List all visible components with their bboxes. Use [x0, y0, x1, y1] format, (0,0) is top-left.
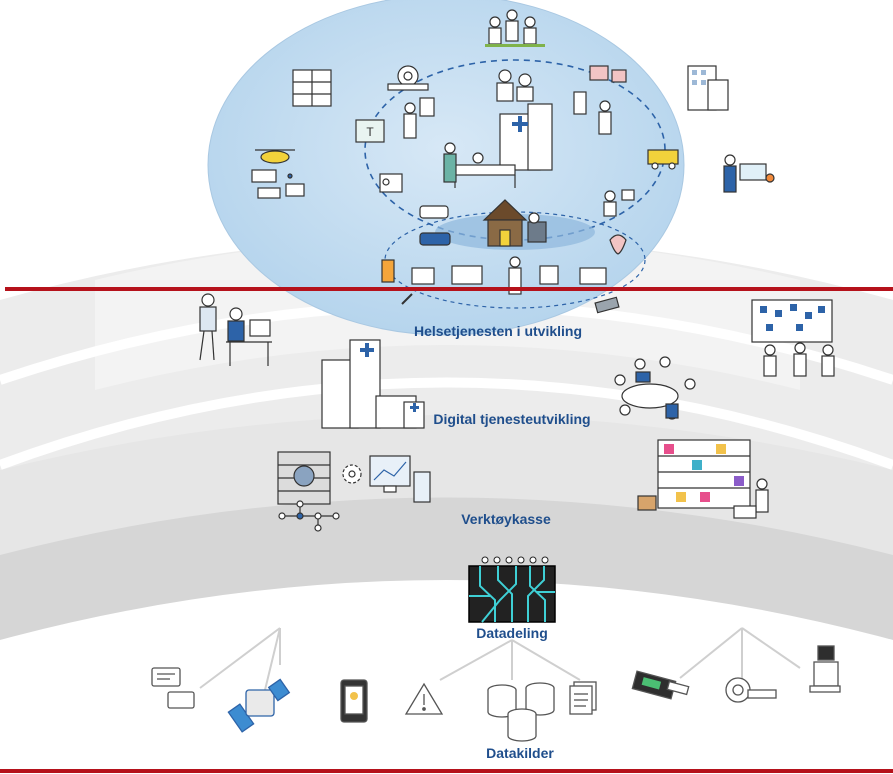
helicopter-icon	[255, 149, 295, 164]
storage-shelves-icon	[292, 69, 332, 107]
dashboard-monitor-icon	[369, 455, 431, 503]
car-icon	[419, 205, 449, 219]
label-digital-tjenesteutvikling: Digital tjenesteutvikling	[433, 411, 590, 427]
data-source-connectors	[199, 627, 801, 691]
smartphone-icon	[340, 679, 368, 723]
blue-car-icon	[419, 232, 451, 246]
toolbox-band-illustrations	[277, 439, 769, 532]
home-icon	[482, 199, 528, 247]
collaboration-table-icon	[614, 356, 696, 420]
hospital-complex-icon	[321, 339, 425, 429]
ultrasound-icon	[809, 645, 841, 693]
label-helsetjenesten: Helsetjenesten i utvikling	[414, 323, 582, 339]
data-source-icons	[151, 645, 841, 742]
care-illustrations: T	[251, 9, 775, 314]
clinic-worker-icon	[379, 173, 403, 193]
helse-band-illustrations	[199, 293, 835, 377]
hospital-building-icon	[499, 103, 553, 171]
medication-icon	[589, 65, 627, 83]
lab-technician-icon	[573, 91, 612, 135]
server-rack-icon	[277, 451, 331, 505]
chat-icon	[151, 667, 195, 709]
ambulance-icon	[647, 149, 679, 170]
ct-scanner-icon	[725, 677, 777, 703]
workflow-nodes-icon	[278, 500, 340, 532]
warning-icon	[404, 682, 444, 715]
video-call-icon	[603, 189, 635, 217]
people-at-computer-icon	[199, 293, 272, 366]
nurse-icon	[443, 142, 457, 183]
elderly-person-icon	[527, 212, 547, 243]
pharmacy-sign-icon: T	[355, 119, 385, 143]
label-datakilder: Datakilder	[486, 745, 554, 761]
mri-scanner-icon	[387, 65, 429, 91]
label-verktoykasse: Verktøykasse	[461, 511, 551, 527]
lab-device-icon	[631, 670, 690, 700]
database-icon	[487, 682, 555, 742]
planning-board-icon	[751, 299, 835, 377]
emergency-vehicles-icon	[251, 169, 305, 199]
care-facilities-row	[381, 234, 627, 314]
data-sharing-chip-icon	[468, 556, 556, 623]
legal-balance-icon	[723, 154, 775, 193]
doctor-consultation-icon	[496, 69, 534, 102]
svg-text:T: T	[366, 125, 374, 139]
nursing-home-icon	[687, 65, 729, 111]
label-datadeling: Datadeling	[476, 625, 548, 641]
settings-gear-icon	[342, 464, 362, 484]
document-icon	[569, 681, 597, 715]
smartwatch-icon	[227, 678, 291, 733]
people-meeting-icon	[485, 9, 545, 47]
doctor-screen-icon	[403, 97, 435, 139]
digital-band-illustrations	[321, 339, 696, 429]
tool-shelves-icon	[637, 439, 769, 519]
